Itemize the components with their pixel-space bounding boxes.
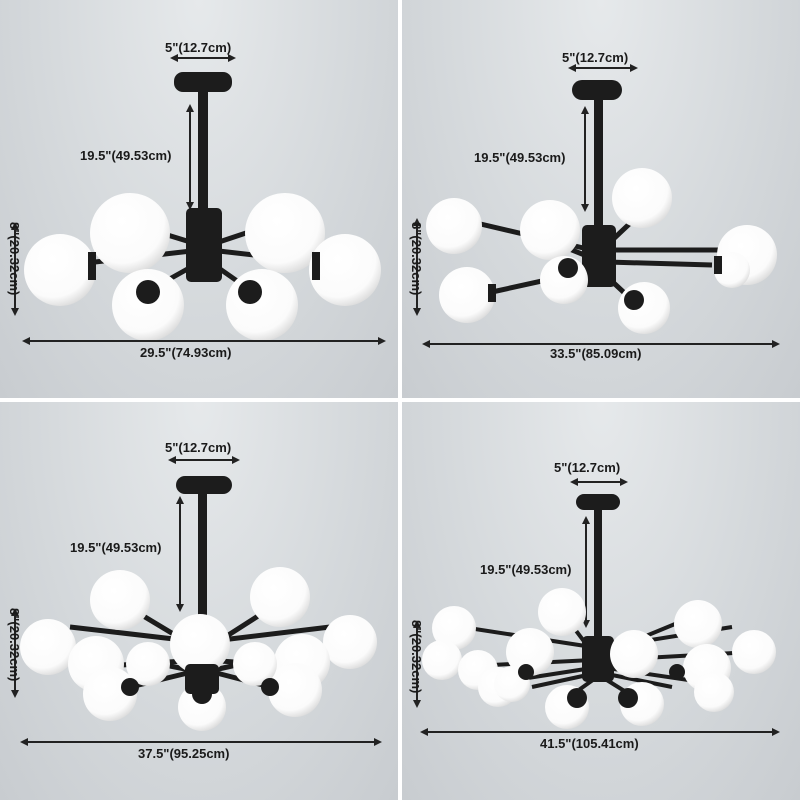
- chandelier-panel-9-light: 5"(12.7cm) 19.5"(49.53cm) 8"(20.32cm) 33…: [402, 0, 800, 398]
- canopy-width-label: 5"(12.7cm): [165, 40, 232, 55]
- canopy-width-label: 5"(12.7cm): [554, 460, 621, 475]
- height-label: 8"(20.32cm): [409, 222, 424, 296]
- chandelier-12-light-illustration: [11, 456, 382, 746]
- height-label: 8"(20.32cm): [7, 222, 22, 296]
- drop-length-label: 19.5"(49.53cm): [480, 562, 572, 577]
- chandelier-9-light-illustration: [413, 64, 780, 348]
- chandelier-16-light-illustration: [413, 478, 780, 736]
- overall-width-label: 41.5"(105.41cm): [540, 736, 639, 751]
- height-label: 8"(20.32cm): [409, 620, 424, 694]
- overall-width-label: 37.5"(95.25cm): [138, 746, 230, 761]
- canopy-width-label: 5"(12.7cm): [562, 50, 629, 65]
- overall-width-label: 29.5"(74.93cm): [140, 345, 232, 360]
- chandelier-panel-12-light: 5"(12.7cm) 19.5"(49.53cm) 8"(20.32cm) 37…: [0, 402, 398, 800]
- drop-length-label: 19.5"(49.53cm): [80, 148, 172, 163]
- drop-length-label: 19.5"(49.53cm): [474, 150, 566, 165]
- chandelier-8-light-illustration: [11, 54, 386, 345]
- drop-length-label: 19.5"(49.53cm): [70, 540, 162, 555]
- chandelier-panel-16-light: 5"(12.7cm) 19.5"(49.53cm) 8"(20.32cm) 41…: [402, 402, 800, 800]
- height-label: 8"(20.32cm): [7, 608, 22, 682]
- chandelier-panel-8-light: 5"(12.7cm) 19.5"(49.53cm) 8"(20.32cm) 29…: [0, 0, 398, 398]
- canopy-width-label: 5"(12.7cm): [165, 440, 232, 455]
- overall-width-label: 33.5"(85.09cm): [550, 346, 642, 361]
